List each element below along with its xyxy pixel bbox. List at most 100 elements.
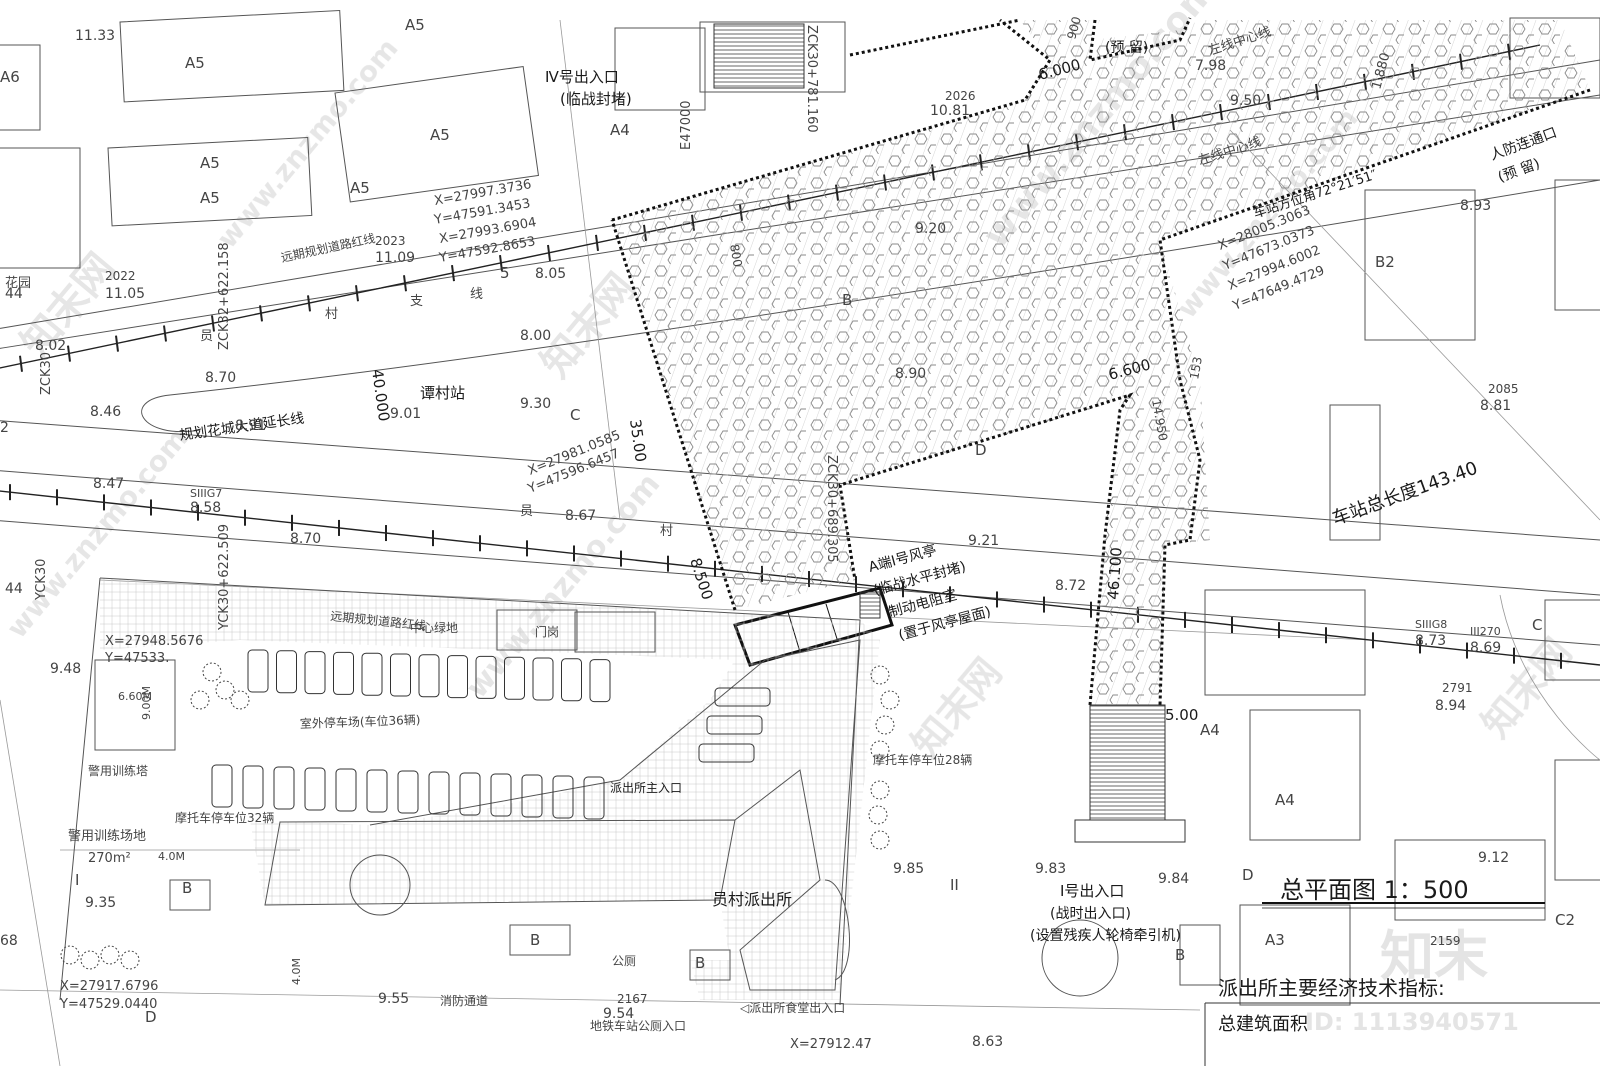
road-label: 支 <box>410 294 423 309</box>
parked-car <box>475 655 497 699</box>
chainage: YCK30 <box>34 559 49 601</box>
chainage: E47000 <box>679 100 694 150</box>
watermark-text: www.znzmo.com <box>459 467 667 705</box>
rail-tick <box>211 315 215 332</box>
tree <box>202 662 222 682</box>
parked-car <box>333 651 354 695</box>
dim-label: 900 <box>1064 15 1083 41</box>
elevation: 2085 <box>1488 382 1519 396</box>
rail-tick <box>403 275 407 292</box>
parked-car <box>418 654 440 698</box>
dim-label: 800 <box>727 243 745 268</box>
tree <box>880 690 900 710</box>
rail-tick <box>19 355 23 372</box>
rail-tick <box>547 244 551 262</box>
parked-car <box>532 657 554 701</box>
elevation: 2159 <box>1430 934 1461 948</box>
parked-car <box>366 769 388 813</box>
rail-tick <box>115 335 119 352</box>
parked-car <box>589 659 611 703</box>
exit1-label: Ⅰ号出入口 <box>1060 882 1124 900</box>
rail-tick <box>307 295 311 312</box>
parked-car <box>706 715 763 735</box>
parked-car <box>211 764 233 808</box>
elevation: 8.91 <box>235 418 266 434</box>
parked-car <box>304 651 326 695</box>
parked-car <box>583 776 605 820</box>
bldg-label: C2 <box>1555 911 1575 929</box>
elevation: 9.50 <box>1230 93 1261 109</box>
rail-tick <box>595 234 599 252</box>
bldg-label: A5 <box>185 54 205 72</box>
rail-tick <box>355 285 359 302</box>
id-watermark: ID: 1113940571 <box>1305 1008 1519 1036</box>
watermark-text: 知末网 <box>532 265 644 386</box>
road-label: 员 <box>200 329 213 344</box>
bldg-label: A5 <box>405 16 425 34</box>
elevation: 9.01 <box>390 406 421 422</box>
moto-parking-label: 摩托车停车位28辆 <box>873 752 972 767</box>
bldg-label: A6 <box>0 68 20 86</box>
bldg-label: A3 <box>1265 931 1285 949</box>
elevation: 9.35 <box>85 895 116 911</box>
dim-label: 35.00 <box>626 418 650 463</box>
road-label: 村 <box>325 307 338 322</box>
tree <box>875 715 895 735</box>
dim-label: 4.0M <box>158 850 185 863</box>
bldg-label: B <box>1175 946 1185 964</box>
exit4-sub: (临战封堵) <box>560 90 632 108</box>
elevation: 9.48 <box>50 661 81 677</box>
rail-tick <box>163 325 167 342</box>
bldg-label: II <box>950 876 959 894</box>
rail-tick <box>259 305 263 322</box>
tree <box>190 690 210 710</box>
police-entry-label: 派出所主入口 <box>610 781 682 795</box>
elevation: 2026 <box>945 89 976 103</box>
watermark-text: 知末网 <box>903 650 1010 766</box>
police-station-label: 员村派出所 <box>712 890 792 909</box>
tree <box>215 680 235 700</box>
watermark-text: www.znzmo.com <box>210 32 404 255</box>
chainage: ZCK30+689.305 <box>824 455 839 563</box>
parked-car <box>552 775 574 819</box>
parked-car <box>247 649 269 693</box>
bldg-label: C <box>570 406 580 424</box>
tancun-station-label: 谭村站 <box>420 384 465 402</box>
parked-car <box>397 770 419 814</box>
elevation: 8.67 <box>565 508 596 524</box>
mark: III270 <box>1470 625 1501 638</box>
elevation: 9.83 <box>1035 861 1066 877</box>
elevation: 8.70 <box>205 370 236 386</box>
elevation: 8.46 <box>90 404 121 420</box>
elevation: 8.90 <box>895 366 926 382</box>
training-label: 警用训练场地 <box>68 828 146 844</box>
elevation: 10.81 <box>930 103 970 119</box>
dim-label: 5.00 <box>1165 706 1198 724</box>
parking-label: 室外停车场(车位36辆) <box>300 712 421 731</box>
bldg-label: A4 <box>1275 791 1295 809</box>
rail-tick <box>67 345 71 362</box>
bldg-label: B <box>182 879 192 897</box>
parked-car <box>447 655 468 699</box>
exit1-sub2: (设置残疾人轮椅牵引机) <box>1030 928 1181 944</box>
wc-label: 公厕 <box>612 954 636 968</box>
bldg-label: A5 <box>200 154 220 172</box>
parked-car <box>276 650 297 694</box>
bldg-label: B <box>530 931 540 949</box>
parked-car <box>361 652 383 696</box>
elevation: 11.05 <box>105 286 145 302</box>
tower-label: 警用训练塔 <box>88 763 148 778</box>
moto-parking-label: 摩托车停车位32辆 <box>175 810 274 825</box>
elevation: 8.93 <box>1460 198 1491 214</box>
elevation: 9.55 <box>378 991 409 1007</box>
tree <box>230 690 250 710</box>
bldg-label: I <box>75 871 79 889</box>
elevation: 8.94 <box>1435 698 1466 714</box>
elevation: 8.70 <box>290 531 321 547</box>
bldg-label: C <box>1532 616 1542 634</box>
elevation: 7.98 <box>1195 58 1226 74</box>
bldg-label: A5 <box>200 189 220 207</box>
dim-label: 153 <box>1187 356 1205 381</box>
parked-car <box>714 687 771 707</box>
